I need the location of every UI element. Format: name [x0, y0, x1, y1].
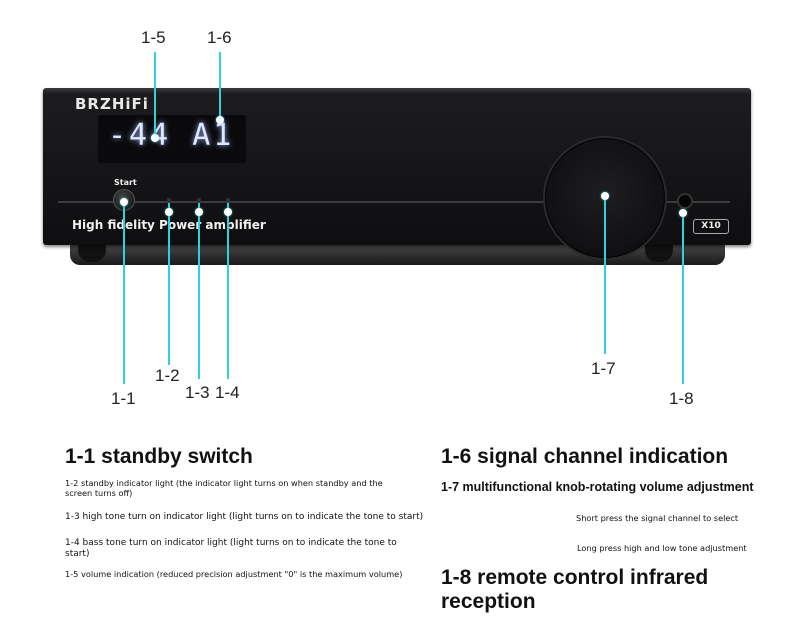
callout-dot-1-7 [601, 192, 609, 200]
desc-1-3: 1-3 high tone turn on indicator light (l… [65, 512, 424, 522]
callout-line-1-3 [198, 203, 200, 379]
amp-foot-right [645, 242, 673, 262]
callout-line-1-8 [682, 212, 684, 384]
callout-1-7: 1-7 [591, 359, 616, 378]
callout-1-8: 1-8 [669, 389, 694, 408]
desc-1-8: 1-8 remote control infrared reception [441, 566, 709, 613]
desc-1-7: 1-7 multifunctional knob-rotating volume… [441, 480, 754, 494]
panel-groove [58, 201, 730, 203]
start-label: Start [114, 178, 137, 187]
bass-tone-indicator-led [226, 198, 230, 202]
callout-dot-1-2 [165, 208, 173, 216]
callout-dot-1-3 [195, 208, 203, 216]
callout-line-1-7 [604, 196, 606, 354]
callout-1-5: 1-5 [141, 28, 166, 47]
high-tone-indicator-led [197, 198, 201, 202]
desc-1-6: 1-6 signal channel indication [441, 445, 729, 468]
callout-line-1-5 [154, 52, 156, 138]
callout-1-2: 1-2 [155, 366, 180, 385]
display-readout: -44 A1 [108, 118, 235, 153]
model-badge: X10 [693, 219, 729, 234]
callout-1-3: 1-3 [185, 383, 210, 402]
callout-dot-1-8 [679, 209, 687, 217]
desc-1-2: 1-2 standby indicator light (the indicat… [65, 478, 383, 498]
callout-1-1: 1-1 [111, 389, 136, 408]
desc-1-4: 1-4 bass tone turn on indicator light (l… [65, 538, 397, 559]
callout-dot-1-5 [151, 134, 159, 142]
amp-foot-left [78, 242, 106, 262]
desc-1-5: 1-5 volume indication (reduced precision… [65, 569, 403, 579]
callout-dot-1-1 [120, 198, 128, 206]
desc-1-7-short-press: Short press the signal channel to select [576, 513, 739, 523]
callout-1-4: 1-4 [215, 383, 240, 402]
ir-receiver-icon [677, 193, 693, 209]
standby-indicator-led [167, 198, 171, 202]
desc-1-7-long-press: Long press high and low tone adjustment [577, 543, 747, 553]
callout-line-1-4 [227, 203, 229, 379]
callout-line-1-6 [219, 52, 221, 120]
callout-dot-1-4 [224, 208, 232, 216]
brand-logo: BRZHiFi [75, 95, 149, 113]
callout-dot-1-6 [216, 116, 224, 124]
callout-line-1-2 [168, 203, 170, 365]
amp-base [70, 243, 725, 265]
callout-1-6: 1-6 [207, 28, 232, 47]
callout-line-1-1 [123, 202, 125, 384]
desc-1-1: 1-1 standby switch [65, 445, 253, 468]
